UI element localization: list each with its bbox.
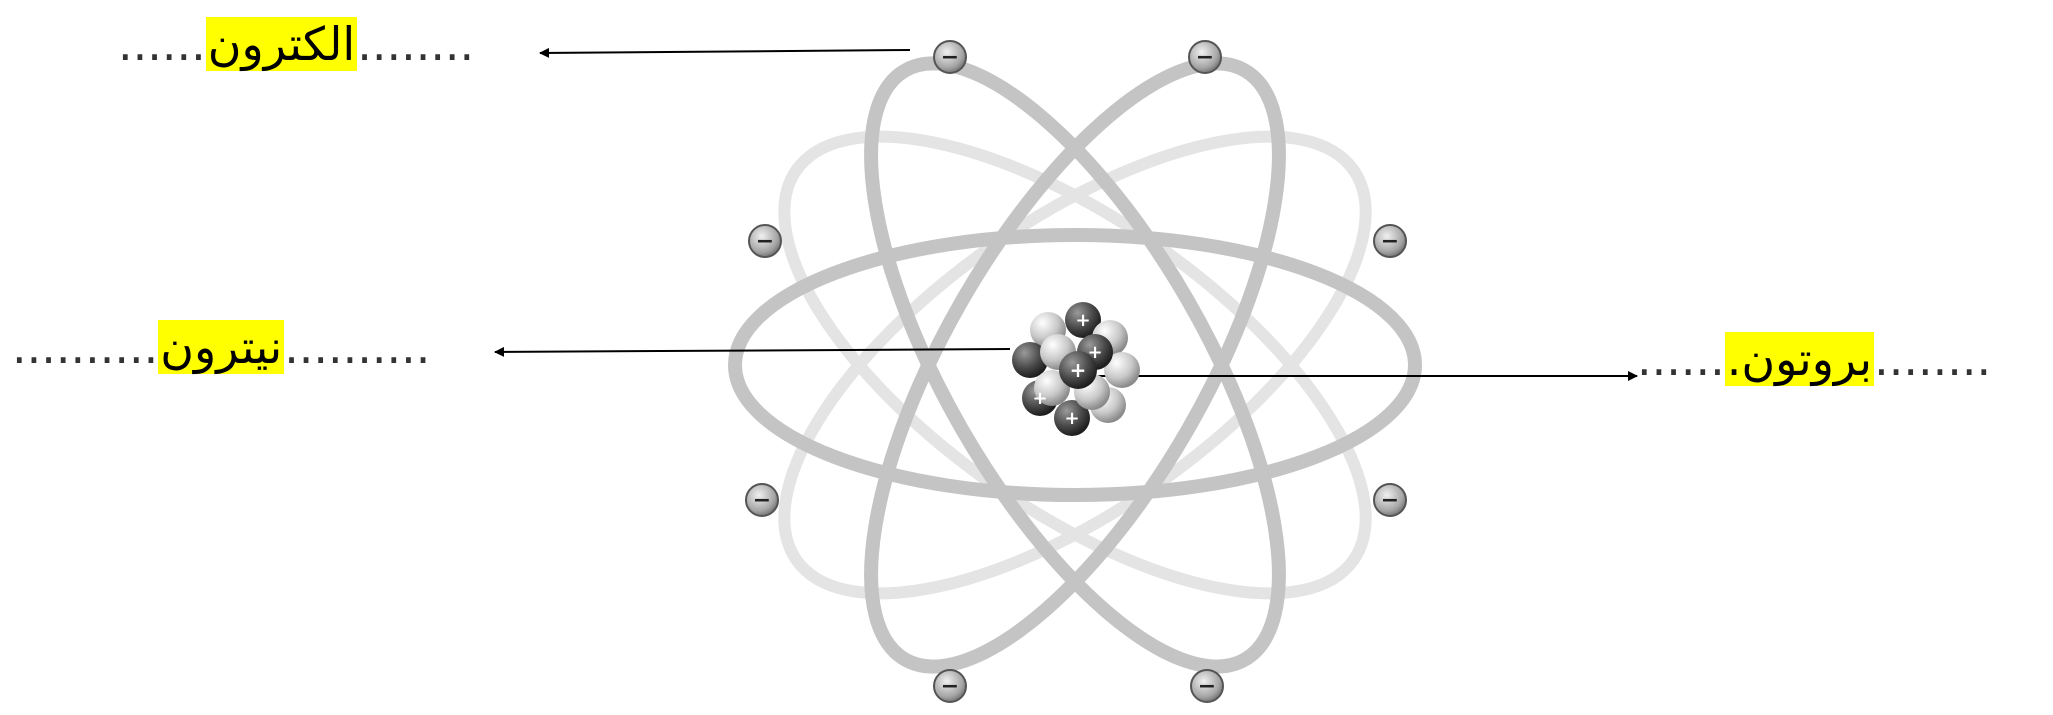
- electron-6: −: [1374, 484, 1406, 516]
- answer-dots: ........: [357, 17, 474, 71]
- electron-5: −: [746, 484, 778, 516]
- neutron-label: ..........نيترون..........: [12, 318, 430, 376]
- answer-dots: ..........: [284, 320, 430, 374]
- electron-4: −: [1374, 225, 1406, 257]
- answer-dots: ..........: [12, 320, 158, 374]
- svg-text:−: −: [941, 45, 959, 70]
- svg-text:−: −: [753, 488, 771, 513]
- svg-text:−: −: [1381, 229, 1399, 254]
- proton-sign: +: [1075, 310, 1090, 331]
- electron-1: −: [934, 41, 966, 73]
- electron-word: الكترون: [206, 17, 357, 71]
- answer-dots: ........: [1874, 332, 1991, 386]
- svg-text:−: −: [756, 229, 774, 254]
- electron-label: ......الكترون........: [118, 15, 474, 73]
- electron-3: −: [749, 225, 781, 257]
- arrows: [495, 50, 1637, 376]
- proton-sign: +: [1032, 388, 1047, 409]
- proton-sign: +: [1070, 358, 1087, 382]
- svg-text:−: −: [1196, 45, 1214, 70]
- proton-label: .......بروتون........: [1637, 330, 1991, 388]
- neutron-word: نيترون: [158, 320, 284, 374]
- electron-7: −: [934, 670, 966, 702]
- arrow-electron: [540, 50, 910, 53]
- answer-dots: ......: [118, 17, 206, 71]
- answer-dots: ......: [1637, 332, 1725, 386]
- proton-sign: +: [1087, 342, 1102, 363]
- proton-sign: +: [1064, 408, 1079, 429]
- nucleus: + + + + +: [1012, 302, 1140, 436]
- svg-text:−: −: [1198, 674, 1216, 699]
- svg-text:−: −: [941, 674, 959, 699]
- electron-8: −: [1191, 670, 1223, 702]
- electron-2: −: [1189, 41, 1221, 73]
- svg-text:−: −: [1381, 488, 1399, 513]
- proton-word: .بروتون: [1725, 332, 1874, 386]
